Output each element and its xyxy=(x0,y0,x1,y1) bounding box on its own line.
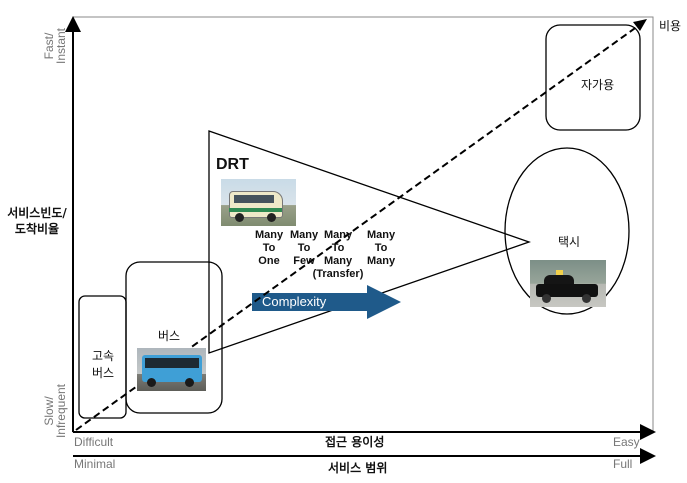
private-car-box xyxy=(545,24,641,131)
complexity-arrow xyxy=(252,285,401,319)
bus-photo xyxy=(137,348,206,391)
x-axis-right-label: Easy xyxy=(613,435,640,449)
bus-label: 버스 xyxy=(158,329,181,343)
taxi-label: 택시 xyxy=(558,235,581,249)
drt-label: DRT xyxy=(216,156,249,173)
private-car-label: 자가용 xyxy=(581,78,615,92)
drt-minibus-photo xyxy=(221,179,296,226)
y-axis-top-label: Fast/Instant xyxy=(42,27,68,65)
bus-box xyxy=(125,261,223,414)
x-axis-title: 접근 용이성 xyxy=(325,435,385,449)
taxi-photo xyxy=(530,260,606,307)
y-axis-title: 서비스빈도/도착비율 xyxy=(7,206,67,236)
service-range-title: 서비스 범위 xyxy=(328,461,388,475)
x-axis-left-label: Difficult xyxy=(74,435,114,449)
cost-diagonal-arrowhead xyxy=(633,19,647,31)
taxi-ellipse xyxy=(504,147,630,315)
cost-label: 비용 xyxy=(659,19,682,33)
service-range-left-label: Minimal xyxy=(74,457,116,471)
complexity-label: Complexity xyxy=(262,294,327,309)
service-range-right-label: Full xyxy=(613,457,633,471)
y-axis-bottom-label: Slow/Infrequent xyxy=(42,383,68,439)
